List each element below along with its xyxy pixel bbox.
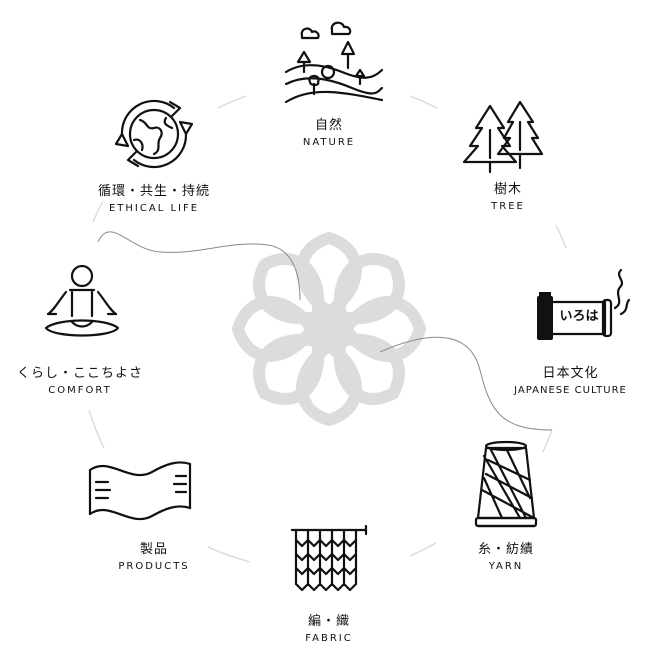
flow-line xyxy=(97,231,553,431)
meditation-icon xyxy=(44,264,120,337)
node-japanese-culture: 日本文化 JAPANESE CULTURE xyxy=(483,366,658,398)
nature-jp-label: 自然 xyxy=(314,118,343,133)
towel-icon xyxy=(88,461,192,521)
tree-en-label: TREE xyxy=(491,201,525,212)
products-jp-label: 製品 xyxy=(139,542,168,557)
knitting-icon xyxy=(290,524,368,592)
tree-jp-label: 樹木 xyxy=(493,182,522,197)
node-yarn: 糸・紡績 YARN xyxy=(426,542,586,574)
scroll-icon xyxy=(537,268,631,340)
japanese-en-label: JAPANESE CULTURE xyxy=(514,385,627,396)
fabric-jp-label: 編・織 xyxy=(307,614,350,629)
node-ethical-life: 循環・共生・持続 ETHICAL LIFE xyxy=(74,184,234,216)
fabric-en-label: FABRIC xyxy=(305,633,353,644)
pine-trees-icon xyxy=(462,100,544,174)
products-en-label: PRODUCTS xyxy=(118,561,190,572)
yarn-en-label: YARN xyxy=(488,561,524,572)
recycle-globe-icon xyxy=(114,99,194,169)
comfort-en-label: COMFORT xyxy=(48,385,112,396)
japanese-jp-label: 日本文化 xyxy=(542,366,599,381)
node-fabric: 編・織 FABRIC xyxy=(249,614,409,646)
comfort-jp-label: くらし・ここちよさ xyxy=(16,366,143,381)
node-tree: 樹木 TREE xyxy=(428,182,588,214)
yarn-spool-icon xyxy=(474,440,538,528)
node-nature: 自然 NATURE xyxy=(249,118,409,150)
node-products: 製品 PRODUCTS xyxy=(74,542,234,574)
ethical-en-label: ETHICAL LIFE xyxy=(108,203,200,214)
landscape-icon xyxy=(284,21,384,104)
ethical-jp-label: 循環・共生・持続 xyxy=(97,184,210,199)
flower-emblem-icon xyxy=(238,231,420,420)
yarn-jp-label: 糸・紡績 xyxy=(477,542,534,557)
node-comfort: くらし・ここちよさ COMFORT xyxy=(0,366,160,398)
nature-en-label: NATURE xyxy=(302,137,356,148)
scroll-text: いろは xyxy=(559,309,598,324)
